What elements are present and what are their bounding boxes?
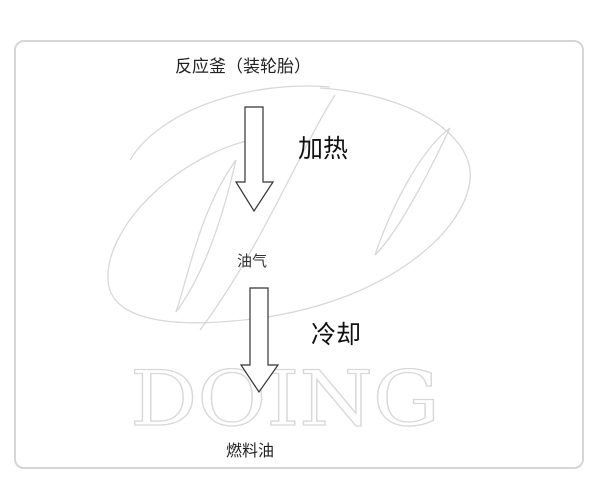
- node-oil-gas: 油气: [237, 252, 268, 270]
- node-reactor: 反应釜（装轮胎）: [175, 57, 311, 77]
- edge-label-cooling: 冷却: [311, 320, 362, 349]
- edge-label-heating: 加热: [298, 134, 349, 163]
- diagram-frame: [14, 40, 584, 469]
- node-fuel-oil: 燃料油: [226, 441, 275, 460]
